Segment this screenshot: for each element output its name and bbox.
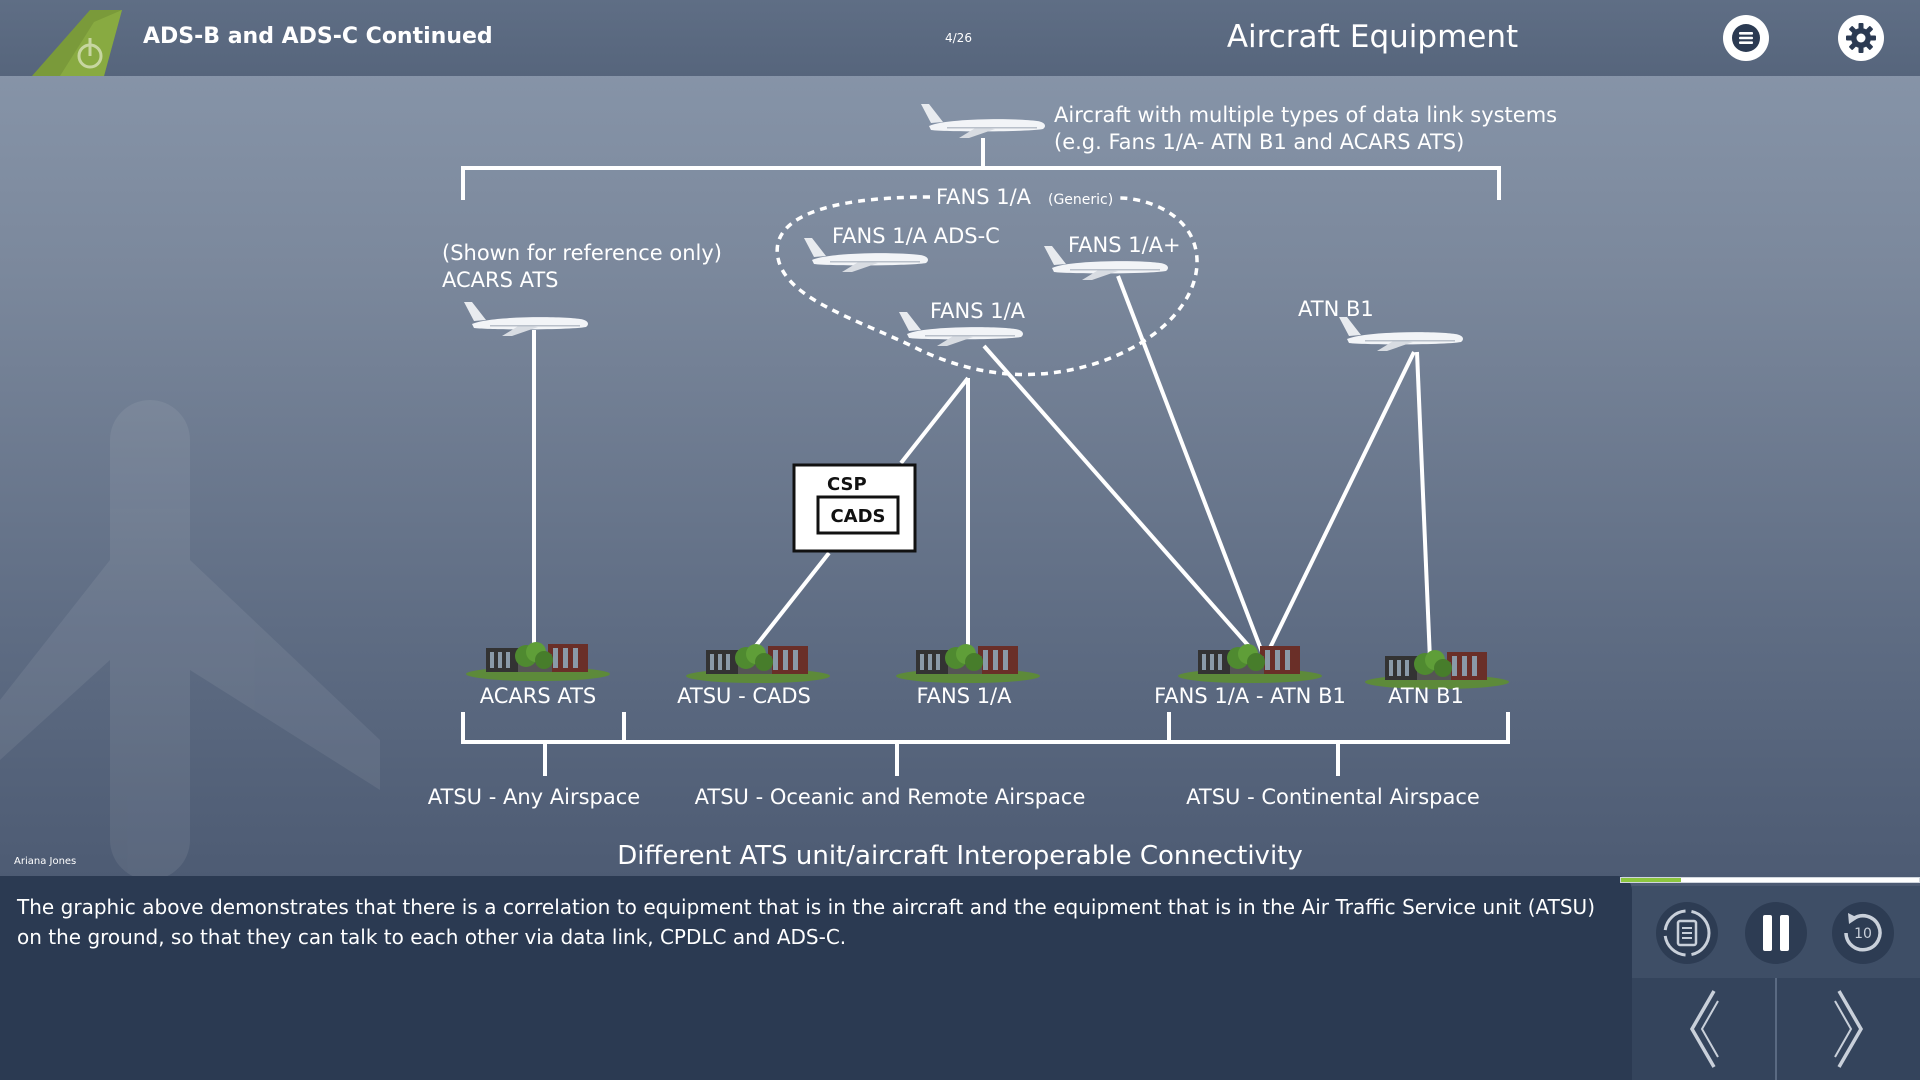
next-slide-button[interactable] [1777,978,1920,1080]
ground-label-fans-atn: FANS 1/A - ATN B1 [1154,684,1346,708]
ground-station-cads [686,644,830,683]
caption-text: The graphic above demonstrates that ther… [17,895,1595,949]
pause-icon [1763,915,1789,951]
ground-label-atsu-cads: ATSU - CADS [677,684,811,708]
background-plane-silhouette [0,400,380,876]
ground-station-acars [466,642,610,681]
transcript-button[interactable] [1656,902,1718,964]
progress-fill [1621,878,1681,882]
replay-10-button[interactable]: 10 [1832,902,1894,964]
connection-lines [532,275,1432,661]
aircraft-label-acars: ACARS ATS [442,268,559,292]
airspace-label-continental: ATSU - Continental Airspace [1186,785,1480,809]
ground-station-fans [896,644,1040,683]
airspace-label-oceanic: ATSU - Oceanic and Remote Airspace [695,785,1086,809]
csp-label: CSP [827,474,867,495]
reference-note: (Shown for reference only) [442,241,722,265]
top-aircraft-label-line2: (e.g. Fans 1/A- ATN B1 and ACARS ATS) [1054,130,1464,154]
diagram-subtitle: Different ATS unit/aircraft Interoperabl… [617,841,1303,871]
ground-label-atn: ATN B1 [1388,684,1464,708]
menu-button[interactable] [1723,15,1769,61]
chevron-left-icon [1689,990,1719,1068]
hamburger-menu-icon [1732,24,1760,52]
generic-group-sublabel: (Generic) [1048,192,1113,208]
page-indicator: 4/26 [945,31,972,45]
ground-label-acars: ACARS ATS [480,684,597,708]
aircraft-label-fans: FANS 1/A [930,299,1026,323]
top-aircraft-label-line1: Aircraft with multiple types of data lin… [1054,103,1557,127]
navigation-bar [1632,978,1920,1080]
previous-slide-button[interactable] [1632,978,1775,1080]
aircraft-label-atn: ATN B1 [1298,297,1374,321]
csp-cads-box [792,463,917,553]
slide-title: Aircraft Equipment [1226,19,1519,55]
nav-divider [1775,978,1777,1080]
playback-controls: 10 [1632,886,1920,978]
caption-panel: The graphic above demonstrates that ther… [0,876,1632,1080]
aircraft-label-fans-adsc: FANS 1/A ADS-C [832,224,1000,248]
replay-10-icon: 10 [1844,913,1882,952]
header-bar: ADS-B and ADS-C Continued 4/26 Aircraft … [0,0,1920,76]
generic-group-label: FANS 1/A [936,185,1032,209]
settings-button[interactable] [1838,15,1884,61]
connectivity-diagram: CSP CADS Aircraft with multiple types of… [0,103,1557,876]
aircraft-label-fans-plus: FANS 1/A+ [1068,233,1181,257]
acars-aircraft [464,302,588,336]
course-title: ADS-B and ADS-C Continued [143,24,493,49]
progress-bar[interactable] [1620,877,1920,883]
pause-button[interactable] [1745,902,1807,964]
author-name: Ariana Jones [14,856,77,867]
atn-aircraft [1339,317,1463,351]
ground-station-fans-atn [1178,644,1322,683]
gear-icon [1846,23,1876,53]
logo-icon [32,10,122,76]
generic-group-outline [775,195,1199,377]
cads-label: CADS [830,506,885,527]
top-multi-system-aircraft [921,104,1045,138]
transcript-icon [1663,909,1711,957]
chevron-right-icon [1833,990,1863,1068]
replay-seconds-label: 10 [1854,926,1872,942]
airspace-label-any: ATSU - Any Airspace [428,785,640,809]
ground-label-fans: FANS 1/A [916,684,1012,708]
